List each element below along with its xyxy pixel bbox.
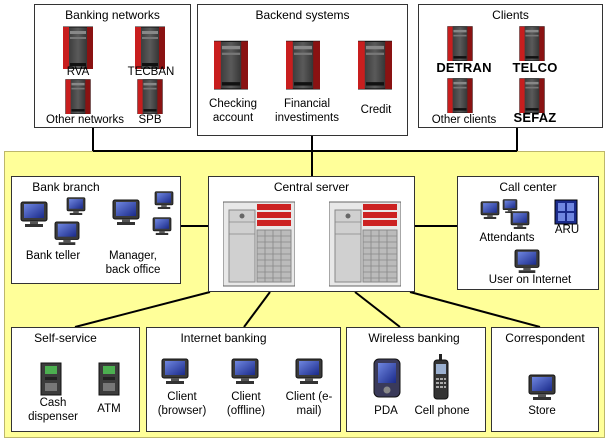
attendant-pc-icon-3 (510, 211, 530, 229)
other-networks-label: Other networks (46, 114, 124, 126)
client-offline-pc-icon (231, 358, 259, 384)
central-server-1-icon (223, 201, 295, 287)
bank-teller-label: Bank teller (25, 250, 81, 262)
other-clients-label: Other clients (431, 114, 497, 126)
user-on-internet-label: User on Internet (488, 274, 572, 286)
rva-server-icon (63, 25, 93, 69)
backend-systems-box: Backend systems Checking account Financi… (197, 4, 408, 136)
atm-icon (98, 362, 120, 396)
financial-investments-label: Financial investiments (275, 98, 339, 124)
user-on-internet-pc-icon (514, 249, 540, 273)
backend-systems-title: Backend systems (255, 8, 350, 22)
credit-server-icon (358, 33, 392, 95)
aru-label: ARU (554, 224, 580, 236)
telco-server-icon (519, 25, 545, 61)
detran-server-icon (447, 25, 473, 61)
attendants-label: Attendants (479, 232, 535, 244)
manager-pc-icon-2 (154, 191, 174, 209)
wireless-banking-title: Wireless banking (368, 331, 460, 345)
manager-back-office-label: Manager, back office (105, 250, 161, 276)
telco-label: TELCO (512, 60, 558, 75)
tecban-server-icon (135, 25, 165, 69)
sefaz-label: SEFAZ (513, 110, 557, 125)
cell-phone-icon (433, 354, 449, 400)
cash-dispenser-label: Cash dispenser (28, 397, 78, 423)
correspondent-box: Correspondent Store (491, 327, 599, 432)
client-browser-label: Client (browser) (157, 391, 207, 417)
client-email-label: Client (e-mail) (285, 391, 333, 417)
internet-banking-box: Internet banking Client (browser) Client… (146, 327, 341, 432)
internet-banking-title: Internet banking (180, 331, 267, 345)
call-center-box: Call center Attendants ARU User on Inter… (457, 176, 599, 290)
central-server-2-icon (329, 201, 401, 287)
checking-account-server-icon (214, 33, 248, 95)
bank-branch-box: Bank branch Bank teller Manager, back of… (11, 176, 181, 284)
checking-account-label: Checking account (209, 98, 257, 124)
client-email-pc-icon (295, 358, 323, 384)
store-pc-icon (528, 374, 556, 400)
spb-server-icon (135, 78, 165, 114)
sefaz-server-icon (519, 77, 545, 113)
client-offline-label: Client (offline) (226, 391, 266, 417)
other-networks-server-icon (63, 78, 93, 114)
pda-label: PDA (374, 405, 398, 417)
bank-branch-title: Bank branch (32, 180, 100, 194)
tecban-label: TECBAN (127, 66, 175, 78)
clients-title: Clients (492, 8, 529, 22)
cell-phone-label: Cell phone (414, 405, 470, 417)
bank-teller-pc-icon (20, 201, 48, 227)
spb-label: SPB (138, 114, 162, 126)
manager-pc-icon (112, 199, 140, 225)
rva-label: RVA (66, 66, 90, 78)
client-browser-pc-icon (161, 358, 189, 384)
credit-label: Credit (360, 104, 392, 116)
banking-networks-title: Banking networks (65, 8, 160, 22)
central-server-box: Central server (208, 176, 415, 292)
clients-box: Clients DETRAN TELCO Other clients SEFAZ (418, 4, 603, 128)
central-server-title: Central server (273, 180, 350, 194)
atm-label: ATM (97, 403, 121, 415)
call-center-title: Call center (499, 180, 557, 194)
attendant-pc-icon (480, 201, 500, 219)
self-service-title: Self-service (34, 331, 97, 345)
pda-icon (373, 358, 401, 398)
bank-teller-pc-icon-2 (66, 197, 86, 215)
wireless-banking-box: Wireless banking PDA Cell phone (346, 327, 486, 432)
financial-investments-server-icon (286, 33, 320, 95)
bank-teller-pc-icon-3 (54, 221, 80, 245)
other-clients-server-icon (447, 77, 473, 113)
banking-networks-box: Banking networks RVA TECBAN Other networ… (34, 4, 191, 128)
correspondent-title: Correspondent (505, 331, 585, 345)
cash-dispenser-icon (40, 362, 62, 396)
aru-device-icon (554, 199, 578, 225)
manager-pc-icon-3 (152, 217, 172, 235)
detran-label: DETRAN (436, 60, 492, 75)
self-service-box: Self-service Cash dispenser ATM (11, 327, 140, 432)
store-label: Store (528, 405, 556, 417)
